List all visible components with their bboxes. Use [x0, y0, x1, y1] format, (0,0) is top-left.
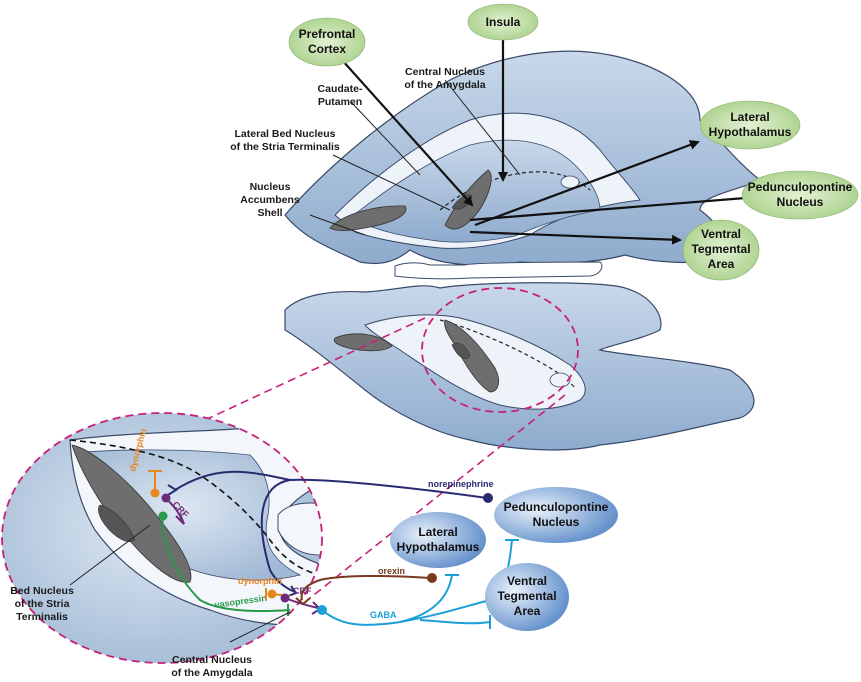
lh-lower-label-1: Lateral	[418, 525, 457, 539]
lateral-hypothalamus-bubble-upper: Lateral Hypothalamus	[700, 101, 800, 149]
cea-upper-label-1: Central Nucleus	[405, 66, 485, 78]
caudate-label-1: Caudate-	[318, 83, 363, 95]
prefrontal-cortex-bubble: Prefrontal Cortex	[289, 18, 365, 66]
zoom-inset	[2, 413, 360, 663]
bnst-label-1: Bed Nucleus	[10, 585, 74, 597]
nac-label-3: Shell	[257, 207, 282, 219]
ppn-lower-label-1: Pedunculopontine	[504, 500, 609, 514]
insula-bubble: Insula	[468, 4, 538, 40]
lh-lower-label-2: Hypothalamus	[397, 540, 480, 554]
nac-label-2: Accumbens	[240, 194, 300, 206]
gaba-branch-lh	[400, 575, 452, 622]
ppn-upper-label-2: Nucleus	[777, 195, 824, 209]
norepinephrine-label: norepinephrine	[428, 479, 494, 489]
gaba-branch-vta	[420, 620, 490, 623]
orexin-path	[302, 576, 430, 600]
lbnst-label-1: Lateral Bed Nucleus	[235, 128, 336, 140]
lateral-hypothalamus-bubble-lower: Lateral Hypothalamus	[390, 512, 486, 568]
lbnst-label-2: of the Stria Terminalis	[230, 141, 340, 153]
caudate-label-2: Putamen	[318, 96, 362, 108]
gaba-label: GABA	[370, 610, 397, 620]
lower-brain-slice	[285, 283, 754, 450]
vta-upper-label-1: Ventral	[701, 227, 741, 241]
ventral-tegmental-bubble-lower: Ventral Tegmental Area	[485, 563, 569, 631]
vta-lower-label-3: Area	[514, 604, 541, 618]
bnst-label-3: Terminalis	[16, 611, 68, 623]
nac-label-1: Nucleus	[250, 181, 291, 193]
lh-upper-label-2: Hypothalamus	[709, 125, 792, 139]
vta-upper-label-2: Tegmental	[691, 242, 750, 256]
orexin-label: orexin	[378, 566, 405, 576]
cea-lower-label-1: Central Nucleus	[172, 654, 252, 666]
prefrontal-label-1: Prefrontal	[299, 27, 356, 41]
ppn-upper-label-1: Pedunculopontine	[748, 180, 853, 194]
bnst-label-2: of the Stria	[15, 598, 70, 610]
dynorphin-2-label: dynorphin	[238, 576, 282, 586]
pedunculopontine-bubble-upper: Pedunculopontine Nucleus	[742, 171, 858, 219]
prefrontal-label-2: Cortex	[308, 42, 346, 56]
ppn-lower-label-2: Nucleus	[533, 515, 580, 529]
upper-midline-gap	[395, 262, 602, 279]
vta-lower-label-1: Ventral	[507, 574, 547, 588]
ventral-tegmental-bubble-upper: Ventral Tegmental Area	[683, 220, 759, 280]
cea-lower-label-2: of the Amygdala	[171, 667, 252, 679]
lh-upper-label-1: Lateral	[730, 110, 769, 124]
cea-upper-label-2: of the Amygdala	[404, 79, 485, 91]
pedunculopontine-bubble-lower: Pedunculopontine Nucleus	[494, 487, 618, 543]
insula-label: Insula	[486, 15, 521, 29]
vta-upper-label-3: Area	[708, 257, 735, 271]
vta-lower-label-2: Tegmental	[497, 589, 556, 603]
